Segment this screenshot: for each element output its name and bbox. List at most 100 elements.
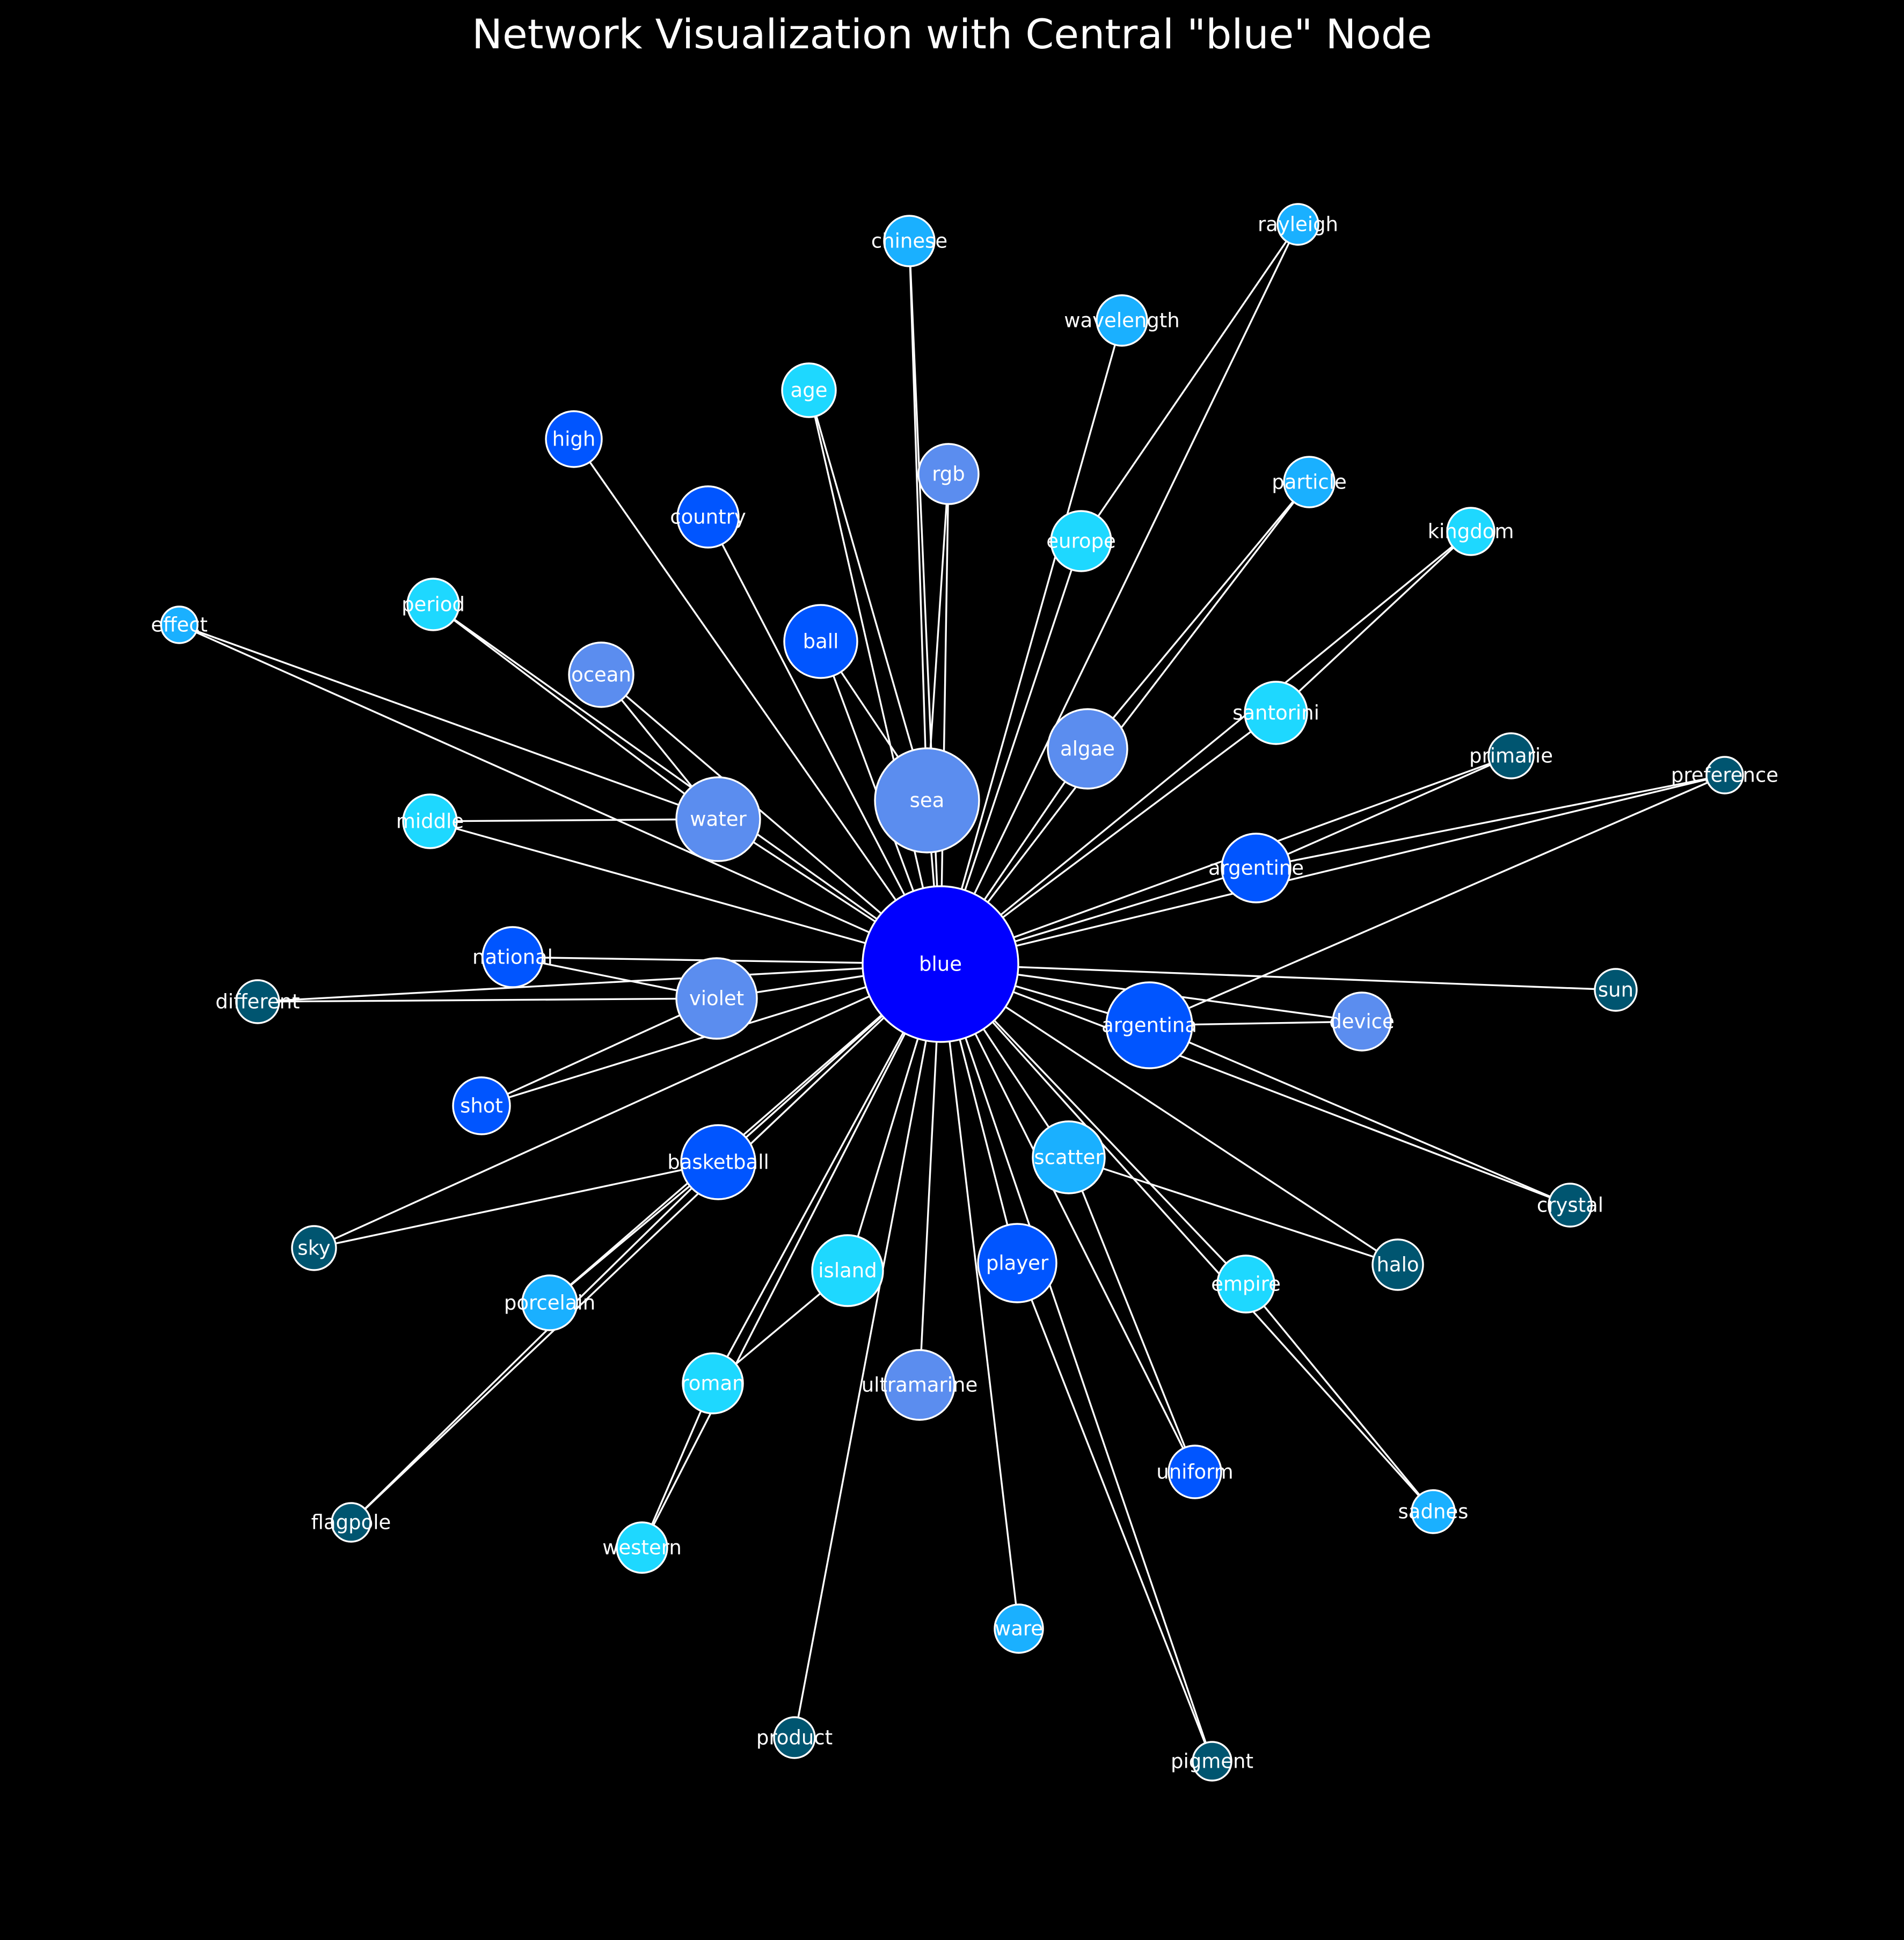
node-flagpole[interactable] (331, 1502, 371, 1543)
node-label-argentine: argentine (1208, 857, 1304, 880)
node-sky[interactable] (291, 1225, 337, 1271)
node-effect[interactable] (160, 606, 199, 644)
node-scatter[interactable] (1032, 1120, 1106, 1194)
node-uniform[interactable] (1168, 1445, 1222, 1499)
node-label-different: different (215, 990, 300, 1013)
node-argentina[interactable] (1105, 981, 1193, 1069)
node-particle[interactable] (1283, 456, 1336, 508)
node-wavelength[interactable] (1096, 294, 1148, 347)
node-ware[interactable] (994, 1603, 1044, 1654)
edge-player-pigment (1016, 1263, 1213, 1762)
node-label-island: island (818, 1259, 877, 1282)
node-label-algae: algae (1060, 738, 1115, 761)
node-label-crystal: crystal (1537, 1194, 1603, 1217)
node-label-period: period (402, 593, 465, 616)
edge-blue-porcelain (549, 963, 942, 1304)
edge-water-effect (179, 624, 719, 820)
edge-blue-product (793, 964, 942, 1738)
node-device[interactable] (1332, 991, 1392, 1052)
label-layer: blueseawatervioletalgaeargentinaargentin… (151, 213, 1778, 1773)
node-ocean[interactable] (568, 641, 634, 708)
node-label-shot: shot (460, 1095, 503, 1118)
edge-sea-rgb (926, 473, 950, 801)
node-western[interactable] (616, 1521, 668, 1574)
node-label-ball: ball (803, 630, 839, 653)
node-algae[interactable] (1047, 708, 1128, 790)
node-label-basketball: basketball (667, 1151, 769, 1174)
node-label-halo: halo (1376, 1253, 1419, 1277)
edge-blue-wavelength (939, 320, 1123, 965)
node-label-ultramarine: ultramarine (862, 1374, 978, 1397)
edge-argentina-preference (1149, 774, 1725, 1026)
edge-blue-roman (712, 964, 942, 1384)
edge-blue-flagpole (350, 963, 942, 1523)
node-label-porcelain: porcelain (504, 1292, 595, 1315)
node-label-rayleigh: rayleigh (1258, 213, 1338, 236)
node-water[interactable] (675, 776, 761, 862)
edge-water-middle (429, 818, 719, 822)
edge-blue-high (573, 439, 942, 965)
node-kingdom[interactable] (1446, 507, 1496, 556)
node-label-sea: sea (910, 789, 945, 812)
node-label-santorini: santorini (1232, 702, 1319, 725)
node-europe[interactable] (1050, 510, 1112, 572)
node-argentine[interactable] (1221, 833, 1292, 903)
edge-argentine-preference (1256, 774, 1725, 869)
edge-europe-rayleigh (1080, 224, 1299, 542)
node-primarie[interactable] (1487, 732, 1535, 779)
node-label-scatter: scatter (1034, 1146, 1104, 1169)
edge-blue-age (808, 390, 942, 965)
node-high[interactable] (545, 410, 603, 468)
node-label-europe: europe (1046, 530, 1116, 553)
node-label-uniform: uniform (1156, 1461, 1233, 1484)
node-label-rgb: rgb (932, 463, 965, 486)
node-basketball[interactable] (680, 1124, 756, 1200)
node-middle[interactable] (402, 793, 458, 849)
node-ball[interactable] (783, 604, 858, 679)
edge-blue-halo (940, 963, 1398, 1266)
node-shot[interactable] (452, 1076, 511, 1135)
node-pigment[interactable] (1192, 1741, 1232, 1782)
node-label-effect: effect (151, 614, 208, 637)
node-porcelain[interactable] (521, 1274, 578, 1331)
node-label-preference: preference (1671, 764, 1778, 787)
node-blue[interactable] (862, 885, 1019, 1043)
node-sadnes[interactable] (1411, 1489, 1456, 1534)
node-period[interactable] (406, 578, 460, 631)
node-label-water: water (690, 808, 747, 831)
node-halo[interactable] (1372, 1238, 1424, 1291)
node-player[interactable] (977, 1223, 1057, 1303)
node-age[interactable] (781, 362, 837, 418)
node-label-sun: sun (1598, 979, 1633, 1002)
edge-blue-pigment (939, 964, 1213, 1762)
node-label-flagpole: flagpole (311, 1511, 391, 1534)
node-empire[interactable] (1216, 1255, 1275, 1314)
node-label-ocean: ocean (571, 663, 631, 687)
node-chinese[interactable] (883, 215, 936, 267)
node-island[interactable] (811, 1234, 884, 1307)
node-label-wavelength: wavelength (1064, 309, 1180, 332)
node-ultramarine[interactable] (884, 1349, 955, 1421)
node-violet[interactable] (675, 957, 758, 1040)
edge-santorini-kingdom (1275, 530, 1472, 714)
edge-algae-particle (1086, 481, 1310, 750)
node-country[interactable] (676, 485, 740, 549)
edge-blue-preference (940, 774, 1725, 965)
node-rgb[interactable] (917, 443, 980, 505)
node-sun[interactable] (1594, 968, 1638, 1012)
edge-blue-effect (179, 624, 941, 965)
node-rayleigh[interactable] (1276, 203, 1319, 246)
edge-blue-rayleigh (939, 224, 1299, 965)
node-national[interactable] (482, 926, 544, 988)
node-sea[interactable] (874, 747, 980, 854)
node-santorini[interactable] (1244, 681, 1308, 745)
node-different[interactable] (235, 979, 280, 1024)
edge-sea-chinese (908, 240, 928, 801)
node-crystal[interactable] (1548, 1183, 1593, 1228)
node-roman[interactable] (682, 1352, 744, 1414)
edge-blue-kingdom (939, 530, 1472, 965)
edge-blue-period (433, 603, 941, 965)
node-preference[interactable] (1705, 756, 1744, 794)
node-product[interactable] (773, 1716, 816, 1759)
